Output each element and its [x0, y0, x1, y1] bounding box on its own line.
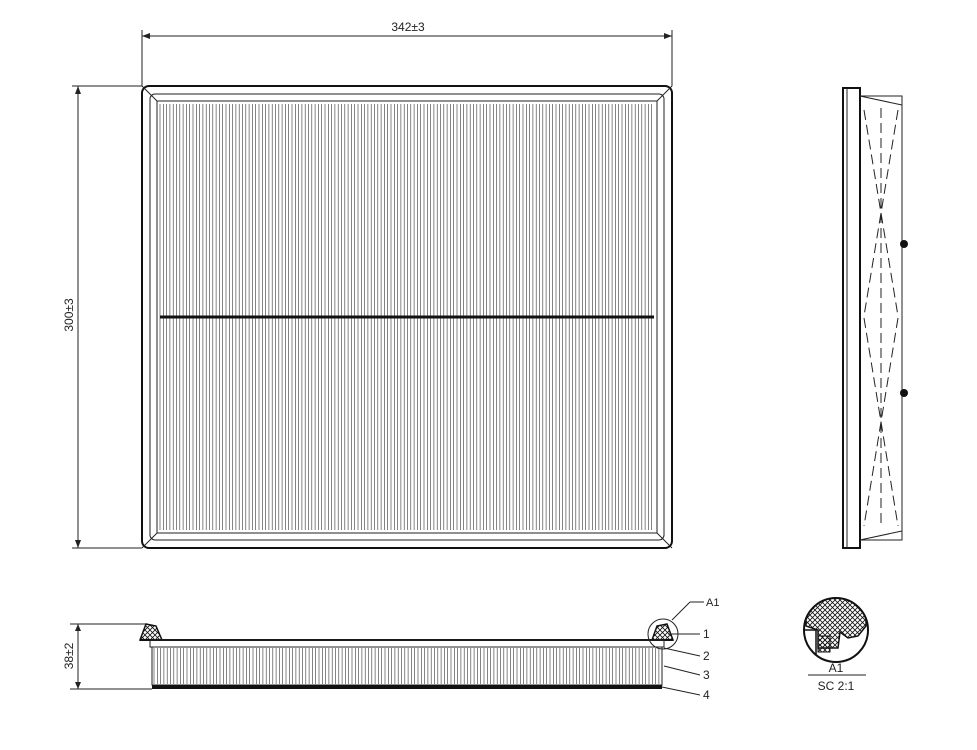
filter-outer-frame	[141, 85, 673, 549]
bottom-base-strip	[152, 685, 662, 689]
filter-inner-frame	[149, 93, 665, 541]
bottom-frame	[149, 639, 665, 648]
side-media-outline	[860, 95, 903, 541]
detail-circle	[803, 597, 869, 663]
side-clip-lower	[900, 389, 908, 397]
height-dimension: 300±3	[62, 85, 142, 549]
detail-scale: SC 2:1	[818, 679, 855, 693]
callout-leaders	[661, 601, 704, 696]
side-hidden-lines	[863, 108, 899, 528]
bottom-pleat-lines	[153, 648, 660, 684]
frame-corner-lines	[141, 85, 673, 549]
callout-1: 1	[703, 627, 710, 641]
detail-a1-view: A1 SC 2:1	[803, 597, 869, 693]
detail-seal-section	[805, 598, 867, 649]
filter-media-border	[156, 100, 658, 534]
depth-dimension-label: 38±2	[62, 642, 76, 669]
callout-4: 4	[703, 688, 710, 702]
detail-label: A1	[829, 661, 844, 675]
side-frame	[842, 87, 861, 549]
front-view	[141, 85, 673, 549]
callout-3: 3	[703, 668, 710, 682]
width-dimension-label: 342±3	[391, 20, 425, 34]
seal-left	[138, 623, 164, 641]
callout-2: 2	[703, 649, 710, 663]
side-view	[842, 87, 908, 549]
depth-dimension: 38±2	[62, 623, 152, 690]
bottom-media	[151, 646, 663, 686]
height-dimension-label: 300±3	[62, 298, 76, 332]
seal-right	[650, 623, 675, 641]
bottom-view	[138, 618, 679, 689]
side-clip-upper	[900, 240, 908, 248]
width-dimension: 342±3	[141, 20, 673, 86]
detail-frame-section	[804, 629, 817, 655]
callout-a1: A1	[706, 597, 719, 609]
